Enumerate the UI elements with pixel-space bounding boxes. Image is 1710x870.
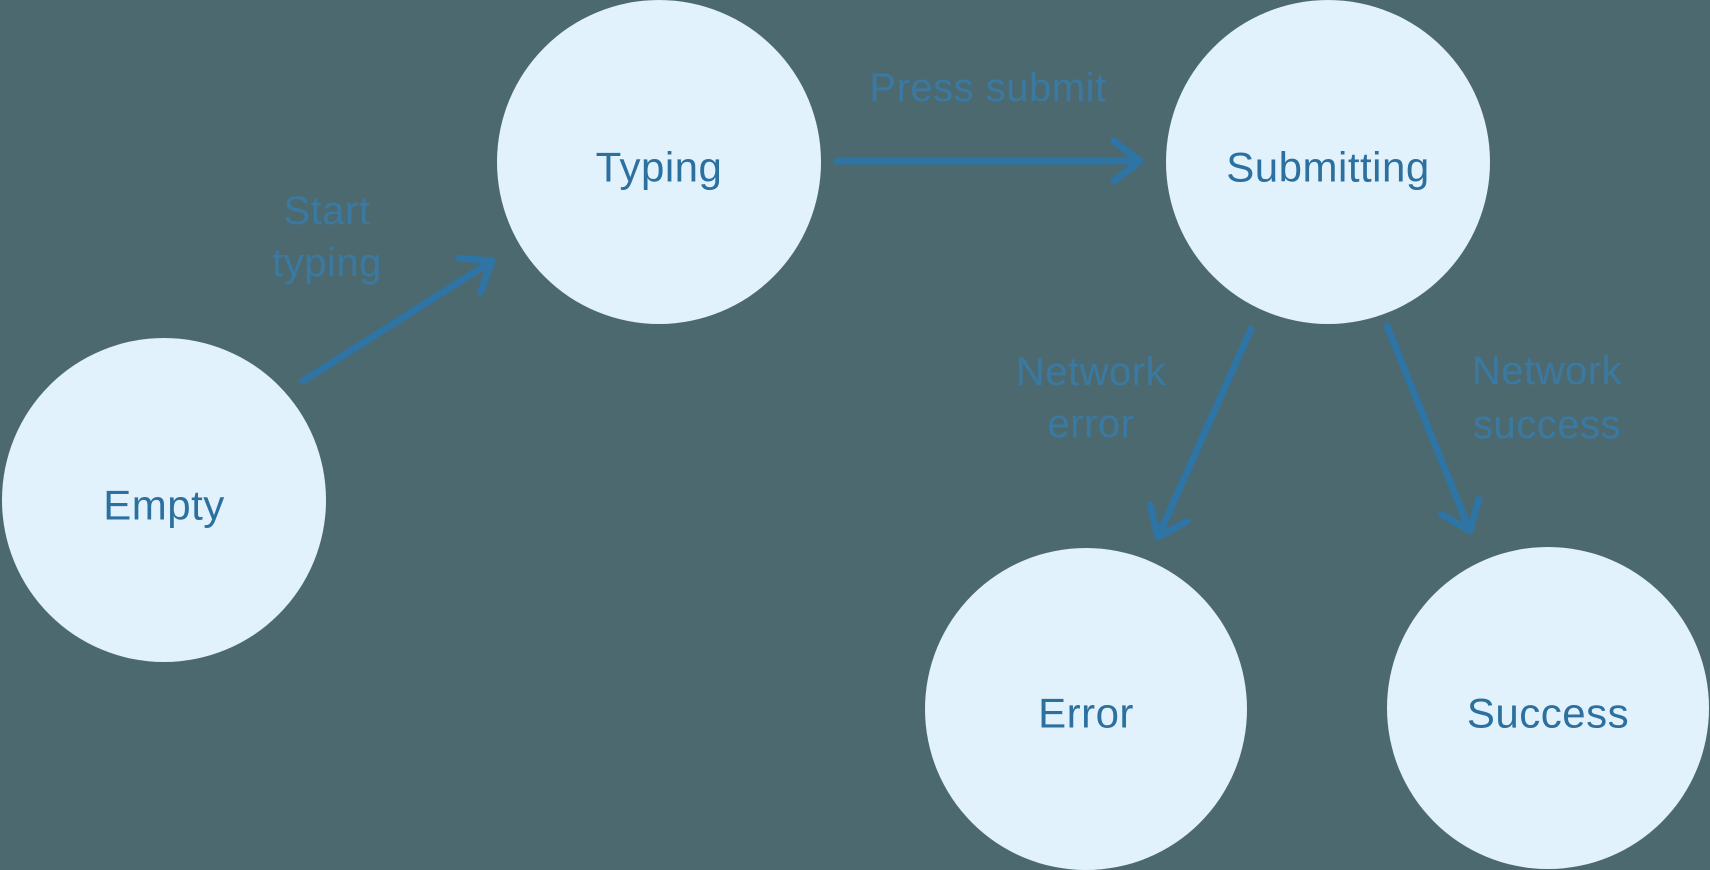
edge-label-line: Press submit (869, 66, 1106, 110)
state-node-submitting: Submitting (1166, 0, 1490, 324)
edge-arrow-network-success (1383, 322, 1483, 535)
state-label: Success (1467, 690, 1629, 737)
edge-label-line: success (1473, 403, 1621, 447)
transition-empty-to-typing (299, 254, 496, 385)
state-circle (1166, 0, 1490, 324)
state-circle (1387, 547, 1709, 869)
state-label: Error (1038, 690, 1134, 737)
edge-label-line: Network (1016, 350, 1167, 394)
edge-arrow-start-typing (299, 254, 496, 385)
state-circle (2, 338, 326, 662)
transition-submitting-to-success (1383, 322, 1483, 535)
edge-label-network-success: Network success (1472, 349, 1623, 447)
state-label: Empty (103, 482, 225, 529)
edge-label-press-submit: Press submit (869, 66, 1106, 110)
state-node-typing: Typing (497, 0, 821, 324)
state-label: Typing (596, 144, 723, 191)
edge-label-line: error (1048, 402, 1135, 446)
state-circle (925, 548, 1247, 870)
state-node-empty: Empty (2, 338, 326, 662)
edge-arrow-network-error (1146, 325, 1255, 541)
transition-submitting-to-error (1146, 325, 1255, 541)
state-label: Submitting (1226, 144, 1429, 191)
edge-label-line: typing (272, 241, 382, 285)
edge-label-start-typing: Start typing (272, 189, 382, 285)
state-node-error: Error (925, 548, 1247, 870)
edge-label-network-error: Network error (1016, 350, 1167, 446)
edge-label-line: Start (284, 189, 371, 233)
state-node-success: Success (1387, 547, 1709, 869)
state-circle (497, 0, 821, 324)
edge-label-line: Network (1472, 349, 1623, 393)
